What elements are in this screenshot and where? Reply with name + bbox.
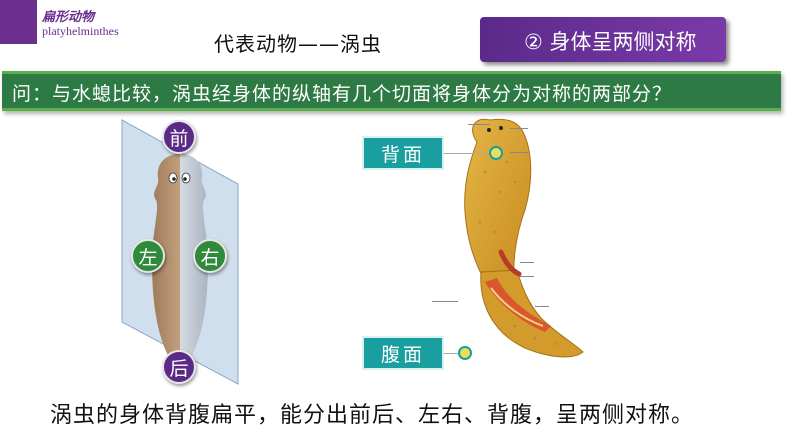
question-bar: 问：与水螅比较，涡虫经身体的纵轴有几个切面将身体分为对称的两部分？ [2,71,781,111]
category-title-en: platyhelminthes [42,24,119,38]
worm-upper-body [464,118,532,293]
symmetry-diagram: 前 后 左 右 [110,112,250,392]
flatworm-anatomy-illustration [464,118,584,358]
ventral-marker [458,346,472,360]
topic-badge-label: ② 身体呈两侧对称 [524,30,697,54]
topic-badge: ② 身体呈两侧对称 [480,17,726,62]
leader-line [432,301,458,302]
ventral-tag: 腹面 [362,336,444,370]
ventral-connector [444,353,458,354]
left-side-label: 左 [131,239,165,273]
front-label: 前 [162,120,196,154]
leader-line [468,124,490,125]
leader-line [510,152,528,153]
worm-pharynx [498,249,522,277]
right-side-label: 右 [193,239,227,273]
dorsal-marker [489,146,503,160]
conclusion-text: 涡虫的身体背腹扁平，能分出前后、左右、背腹，呈两侧对称。 [50,403,695,428]
leader-line [510,128,528,129]
worm-left-half [152,154,180,372]
leader-line [520,276,534,277]
leader-line [535,306,549,307]
dorsal-connector [444,153,489,154]
worm-lower-body [480,269,584,358]
worm-cut-section [485,278,551,332]
leader-line [520,262,534,263]
category-title-cn: 扁形动物 [42,10,95,25]
corner-accent-block [0,0,37,44]
page-title: 代表动物——涡虫 [214,32,382,56]
back-label: 后 [162,350,196,384]
dorsal-tag: 背面 [362,136,444,170]
question-text: 问：与水螅比较，涡虫经身体的纵轴有几个切面将身体分为对称的两部分？ [12,83,673,105]
